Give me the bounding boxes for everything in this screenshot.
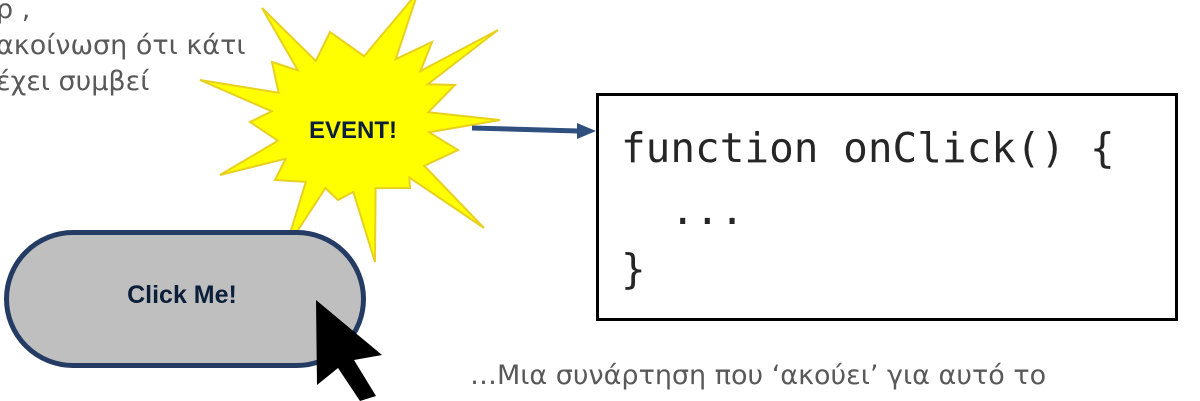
onclick-function-box: function onClick() { ... } — [596, 93, 1178, 321]
click-me-button-label: Click Me! — [127, 280, 237, 309]
click-me-button[interactable]: Click Me! — [4, 230, 366, 368]
code-line-2: ... — [621, 186, 745, 234]
event-burst-shape — [199, 0, 501, 263]
listener-caption: …Μια συνάρτηση που ‘ακούει’ για αυτό το — [470, 360, 1047, 391]
notification-caption-line-1: ρ , — [0, 0, 31, 25]
code-line-3: } — [621, 245, 646, 293]
event-label: EVENT! — [308, 117, 397, 144]
notification-caption-line-3: έχει συμβεί — [0, 66, 150, 97]
notification-caption-line-2: ακοίνωση ότι κάτι — [0, 30, 246, 61]
notification-caption: ρ , ακοίνωση ότι κάτι έχει συμβεί — [0, 0, 326, 100]
code-line-1: function onClick() { — [621, 124, 1115, 172]
